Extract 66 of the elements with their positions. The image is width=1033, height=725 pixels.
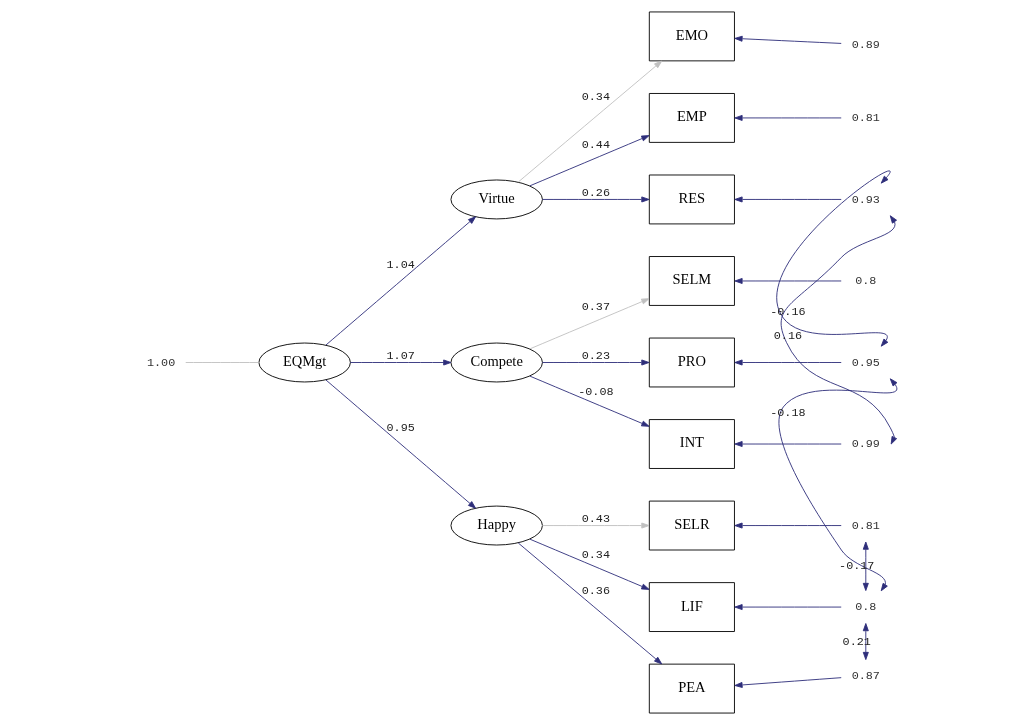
- node-text: 0.8: [854, 600, 876, 615]
- node-ellipse: Virtue: [450, 179, 543, 220]
- node-text: 0.87: [851, 668, 880, 683]
- arrow: [517, 542, 662, 665]
- node-ellipse: Compete: [450, 342, 543, 383]
- arrow: [862, 541, 869, 592]
- node-box: EMP: [648, 93, 735, 143]
- arrow: [324, 379, 476, 509]
- arrow: [733, 35, 842, 44]
- edge-label: 0.34: [581, 90, 610, 105]
- node-box: INT: [648, 419, 735, 469]
- node-box: EMO: [648, 11, 735, 62]
- arrow: [780, 215, 897, 445]
- arrow: [733, 114, 842, 121]
- edge-label: 1.07: [386, 349, 415, 364]
- node-box: PRO: [648, 337, 735, 388]
- arrow: [541, 359, 649, 366]
- arrow: [733, 604, 842, 611]
- arrow: [733, 278, 842, 284]
- arrow: [778, 378, 897, 592]
- edge-label: -0.18: [769, 406, 806, 421]
- node-box: LIF: [648, 582, 735, 632]
- node-box: PEA: [648, 663, 735, 714]
- edge-label: 0.34: [581, 547, 610, 562]
- node-text: 0.99: [851, 437, 880, 452]
- edge-label: -0.16: [769, 304, 806, 319]
- node-text: 0.81: [851, 518, 880, 533]
- node-text: 0.8: [854, 274, 876, 289]
- node-text: 0.93: [851, 192, 880, 207]
- arrow: [517, 60, 662, 183]
- node-box: SELM: [648, 256, 735, 306]
- arrow: [862, 623, 869, 661]
- edge-label: 0.16: [773, 329, 802, 344]
- edge-label: 0.21: [842, 634, 871, 649]
- arrow: [733, 196, 842, 203]
- edge-label: -0.08: [577, 384, 614, 399]
- connector: [184, 362, 259, 363]
- edge-label: 0.43: [581, 512, 610, 527]
- arrow: [541, 522, 649, 529]
- node-text: 0.89: [851, 37, 880, 52]
- node-ellipse: Happy: [450, 505, 543, 546]
- node-ellipse: EQMgt: [257, 342, 351, 383]
- arrow: [349, 359, 451, 366]
- arrow: [324, 216, 476, 346]
- edge-label: 0.44: [581, 138, 610, 153]
- edge-label: 0.95: [386, 420, 415, 435]
- arrow: [529, 135, 649, 187]
- arrow: [733, 359, 842, 366]
- node-text: 1.00: [146, 355, 175, 370]
- arrow: [733, 677, 842, 688]
- arrow: [733, 522, 842, 529]
- arrow: [529, 538, 649, 590]
- edge-label: 1.04: [386, 257, 415, 272]
- arrow: [776, 170, 891, 347]
- arrow: [529, 375, 649, 427]
- edge-label: 0.23: [581, 349, 610, 364]
- node-box: SELR: [648, 500, 735, 551]
- arrow: [733, 441, 842, 447]
- node-text: 0.81: [851, 111, 880, 126]
- node-box: RES: [648, 174, 735, 225]
- arrow: [541, 196, 649, 203]
- arrow: [529, 298, 649, 350]
- node-text: 0.95: [851, 355, 880, 370]
- edge-label: 0.26: [581, 186, 610, 201]
- edge-label: 0.37: [581, 300, 610, 315]
- edge-label: 0.36: [581, 583, 610, 598]
